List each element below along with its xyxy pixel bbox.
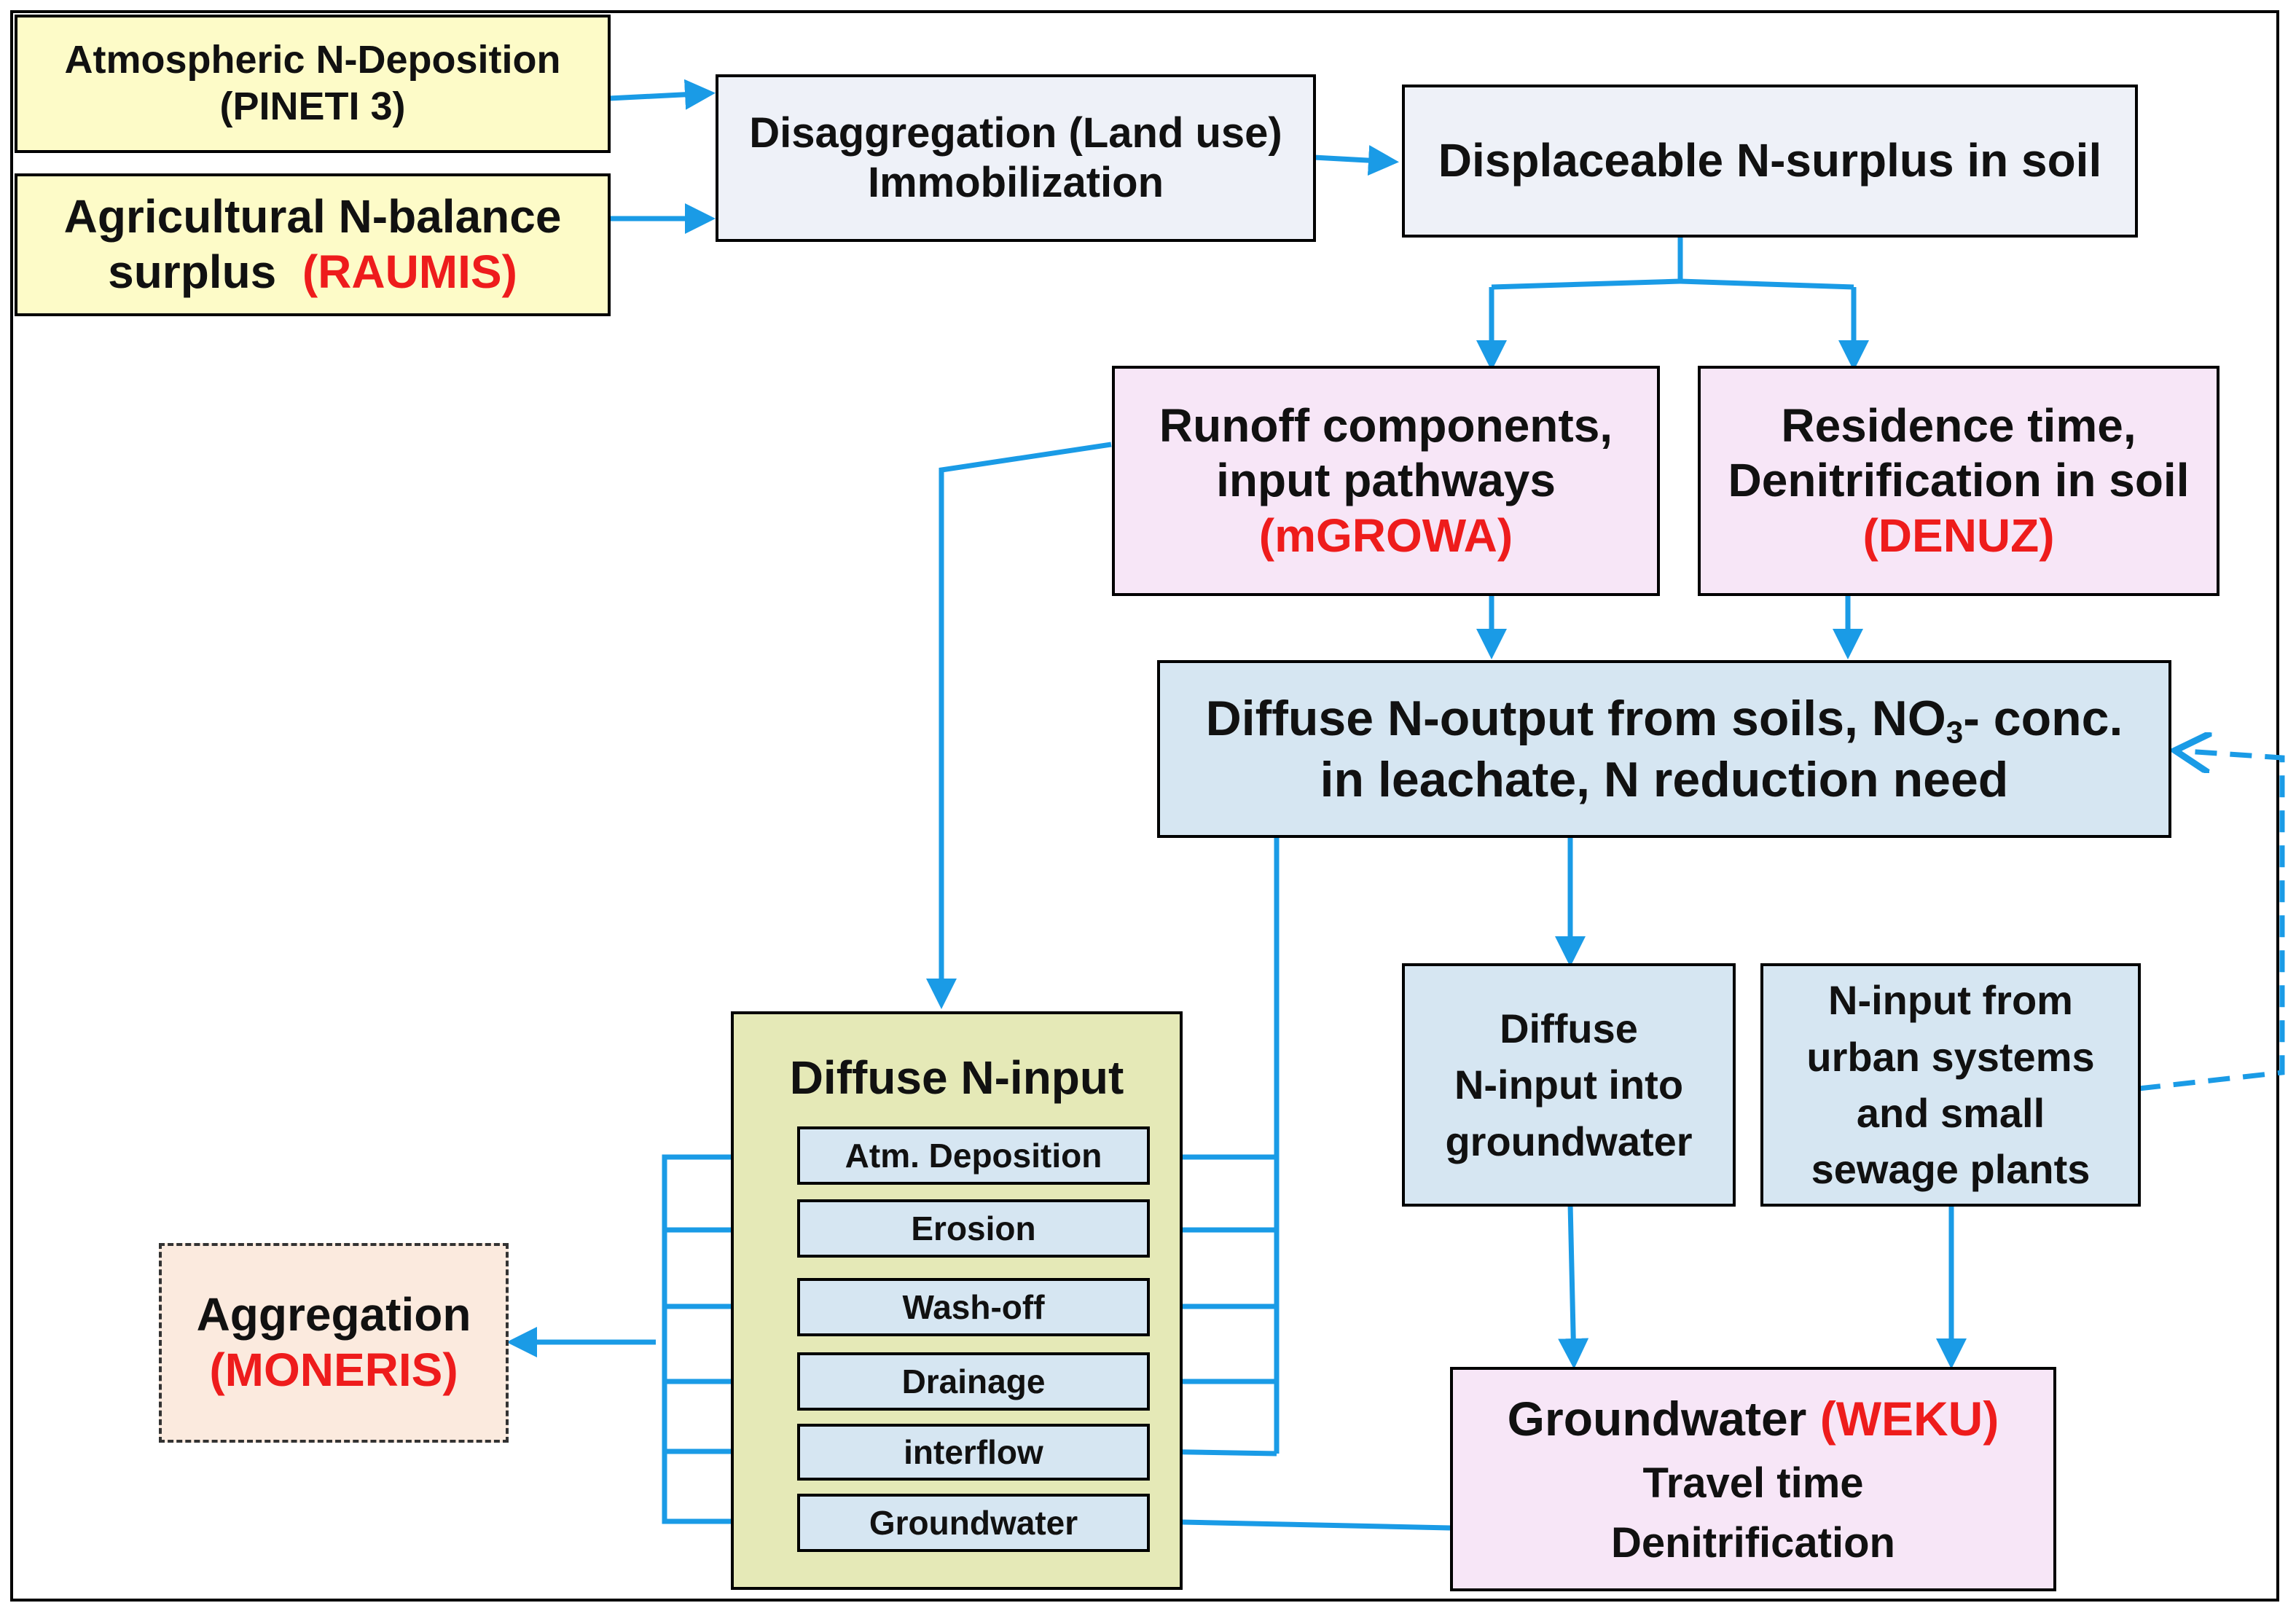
diffuse-output-title-sub: 3 bbox=[1946, 715, 1964, 750]
disaggregation-title: Disaggregation (Land use) bbox=[749, 109, 1282, 157]
diffuse-output-subtitle: in leachate, N reduction need bbox=[1320, 752, 2009, 808]
groundwater-weku-model: (WEKU) bbox=[1819, 1391, 1999, 1446]
runoff-components-title: Runoff components, bbox=[1159, 399, 1613, 452]
urban-systems-line1: N-input from bbox=[1828, 977, 2073, 1024]
diffuse-output-box: Diffuse N-output from soils, NO3- conc. … bbox=[1157, 660, 2171, 838]
pathway-drainage: Drainage bbox=[797, 1352, 1150, 1411]
line-displaceable-split bbox=[1491, 235, 1854, 290]
pathway-groundwater: Groundwater bbox=[797, 1494, 1150, 1552]
diffuse-groundwater-input-box: Diffuse N-input into groundwater bbox=[1402, 963, 1736, 1207]
aggregation-title: Aggregation bbox=[196, 1288, 471, 1341]
groundwater-weku-line2: Travel time bbox=[1642, 1459, 1864, 1507]
arrow-runoff-to-diffuse-input bbox=[926, 442, 1112, 1009]
runoff-components-box: Runoff components, input pathways (mGROW… bbox=[1112, 366, 1660, 596]
diagram-frame bbox=[10, 10, 2279, 1602]
agricultural-balance-box: Agricultural N-balance surplus (RAUMIS) bbox=[15, 173, 611, 316]
pathway-erosion: Erosion bbox=[797, 1199, 1150, 1258]
pathway-atm-deposition: Atm. Deposition bbox=[797, 1126, 1150, 1185]
aggregation-box: Aggregation (MONERIS) bbox=[159, 1243, 509, 1443]
arrow-disaggregation-to-displaceable bbox=[1313, 145, 1399, 176]
disaggregation-subtitle: Immobilization bbox=[868, 159, 1164, 206]
arrow-atmospheric-to-disaggregation bbox=[608, 79, 716, 110]
groundwater-weku-line3: Denitrification bbox=[1611, 1518, 1895, 1567]
agricultural-balance-subtitle: surplus bbox=[108, 246, 277, 298]
displaceable-surplus-box: Displaceable N-surplus in soil bbox=[1402, 85, 2138, 238]
arrow-diffuse-gw-to-groundwater bbox=[1558, 1203, 1589, 1369]
diffuse-output-title-a: Diffuse N-output from soils, NO bbox=[1205, 690, 1946, 746]
diffuse-output-title-b: - conc. bbox=[1963, 690, 2123, 746]
runoff-components-subtitle: input pathways bbox=[1216, 454, 1556, 507]
residence-time-subtitle: Denitrification in soil bbox=[1728, 454, 2190, 507]
urban-systems-line2: urban systems bbox=[1806, 1033, 2095, 1080]
displaceable-surplus-title: Displaceable N-surplus in soil bbox=[1438, 134, 2102, 187]
residence-time-title: Residence time, bbox=[1781, 399, 2136, 452]
runoff-components-model: (mGROWA) bbox=[1258, 509, 1513, 562]
dashed-urban-to-diffuse-output bbox=[2138, 750, 2285, 1091]
urban-systems-box: N-input from urban systems and small sew… bbox=[1760, 963, 2141, 1207]
atmospheric-deposition-box: Atmospheric N-Deposition (PINETI 3) bbox=[15, 15, 611, 153]
diffuse-groundwater-line2: N-input into bbox=[1454, 1062, 1684, 1108]
agricultural-balance-title: Agricultural N-balance bbox=[63, 190, 562, 243]
aggregation-model: (MONERIS) bbox=[209, 1344, 458, 1396]
groundwater-weku-box: Groundwater (WEKU) Travel time Denitrifi… bbox=[1450, 1367, 2056, 1591]
residence-time-model: (DENUZ) bbox=[1862, 509, 2055, 562]
urban-systems-line3: and small bbox=[1856, 1090, 2045, 1136]
disaggregation-box: Disaggregation (Land use) Immobilization bbox=[716, 74, 1316, 242]
diffuse-input-title: Diffuse N-input bbox=[789, 1051, 1124, 1104]
diffuse-groundwater-line3: groundwater bbox=[1445, 1118, 1693, 1164]
groundwater-weku-title: Groundwater bbox=[1507, 1391, 1807, 1446]
urban-systems-line4: sewage plants bbox=[1811, 1146, 2091, 1193]
pathway-interflow: interflow bbox=[797, 1424, 1150, 1481]
atmospheric-deposition-title: Atmospheric N-Deposition bbox=[64, 38, 561, 82]
residence-time-box: Residence time, Denitrification in soil … bbox=[1698, 366, 2219, 596]
diffuse-groundwater-line1: Diffuse bbox=[1500, 1005, 1638, 1052]
arrow-groundwater-model-to-groundwater-item bbox=[1143, 1506, 1451, 1537]
atmospheric-deposition-model: (PINETI 3) bbox=[219, 85, 406, 128]
agricultural-balance-model: (RAUMIS) bbox=[302, 246, 517, 298]
pathway-wash-off: Wash-off bbox=[797, 1278, 1150, 1336]
